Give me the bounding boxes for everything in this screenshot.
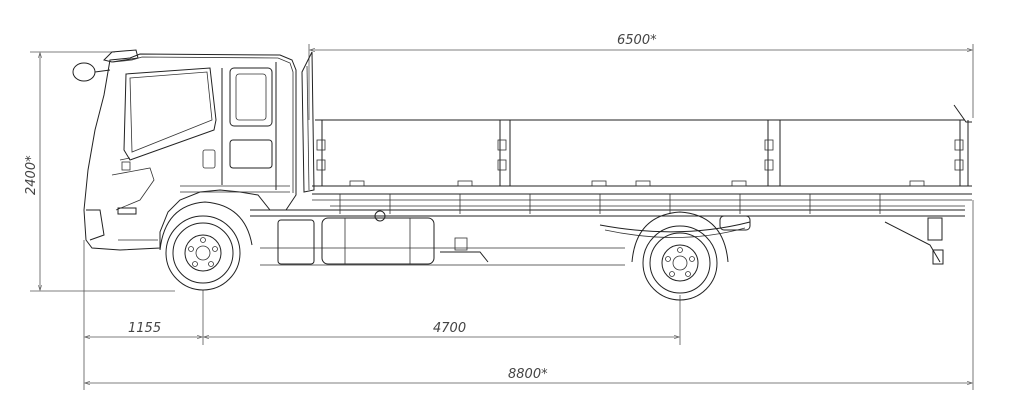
front-overhang-label: 1155	[128, 321, 161, 336]
dimension-body-length: 6500*	[308, 33, 974, 120]
body-length-label: 6500*	[617, 33, 657, 48]
front-wheel	[159, 201, 253, 291]
truck-cab	[72, 49, 297, 251]
rear-wheel	[631, 211, 729, 301]
wheelbase-label: 4700	[433, 321, 466, 336]
dimension-overall-length: 8800*	[85, 200, 974, 390]
truck-chassis	[250, 209, 965, 266]
dimension-wheelbase: 4700	[204, 295, 681, 345]
height-dimension-label: 2400*	[24, 155, 39, 195]
cargo-body	[301, 51, 972, 214]
overall-length-label: 8800*	[508, 367, 548, 382]
dimension-height: 2400*	[24, 51, 175, 292]
dimension-front-overhang: 1155	[83, 240, 204, 390]
